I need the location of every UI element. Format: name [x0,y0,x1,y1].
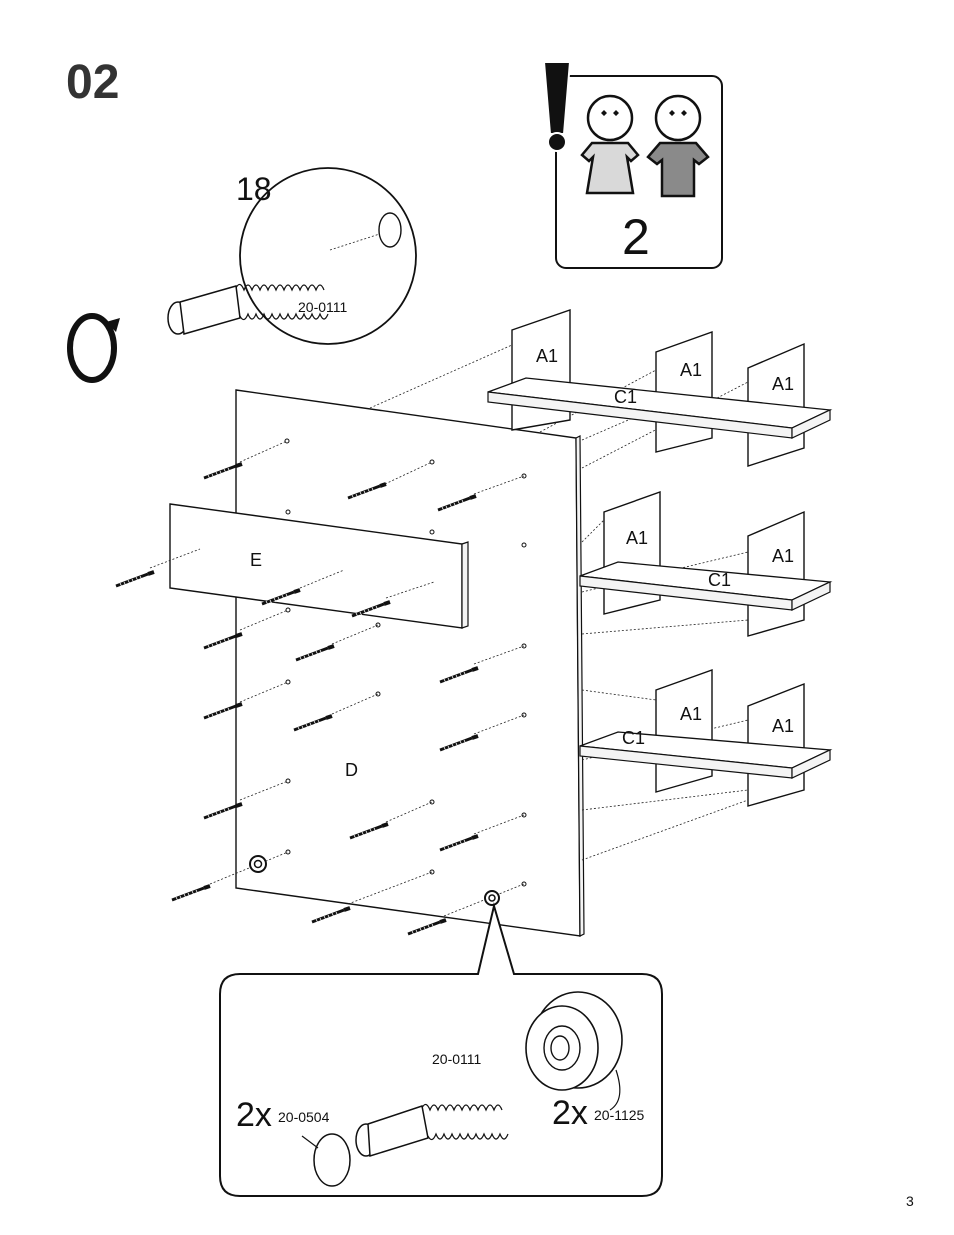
cam-bolt-icon [167,283,329,335]
panel-d-label: D [345,760,358,780]
page-number: 3 [906,1193,914,1209]
shelf-row-1: A1 A1 A1 C1 [487,309,833,467]
part-a1-r1c: A1 [772,374,794,394]
part-a1-r2a: A1 [626,528,648,548]
left-qty: 2x [236,1096,272,1134]
wheel-left-icon [249,855,267,873]
panel-e-label: E [250,550,262,570]
screw-detail: 18 20-0111 [167,167,417,345]
right-qty: 2x [552,1094,588,1132]
detail-bolt-icon [355,1103,509,1157]
part-a1-r2b: A1 [772,546,794,566]
detail-screw-part: 20-0111 [432,1051,482,1067]
shelf-row-3: A1 A1 C1 [579,669,833,807]
part-c1-r2: C1 [708,570,731,590]
panel-holes [284,438,527,887]
rotate-arrow-icon [67,313,120,383]
hole-icon [378,212,402,248]
two-person-warning: 2 [542,61,723,269]
part-a1-r1a: A1 [536,346,558,366]
allen-key-icon [83,229,161,341]
person-icon-2 [646,94,710,198]
screw-part-number: 20-0111 [298,299,348,315]
rail-e: E [169,503,469,629]
part-c1-r3: C1 [622,728,645,748]
caster-wheel-icon [525,991,623,1111]
shelf-row-2: A1 A1 C1 [579,491,833,637]
wheel-detail-callout: 20-0111 2x 20-0504 2x 20-1125 [219,902,663,1197]
wheel-right-icon [484,890,500,906]
person-icon-1 [580,94,640,195]
part-c1-r1: C1 [614,387,637,407]
part-a1-r1b: A1 [680,360,702,380]
right-part-number: 20-1125 [594,1107,645,1123]
part-a1-r3a: A1 [680,704,702,724]
person-count: 2 [622,209,650,265]
exclamation-icon [542,61,572,152]
step-number: 02 [66,56,119,109]
screws [114,440,525,937]
screw-count: 18 [236,171,272,207]
part-a1-r3b: A1 [772,716,794,736]
left-part-number: 20-0504 [278,1109,330,1125]
cap-icon [301,1133,351,1187]
